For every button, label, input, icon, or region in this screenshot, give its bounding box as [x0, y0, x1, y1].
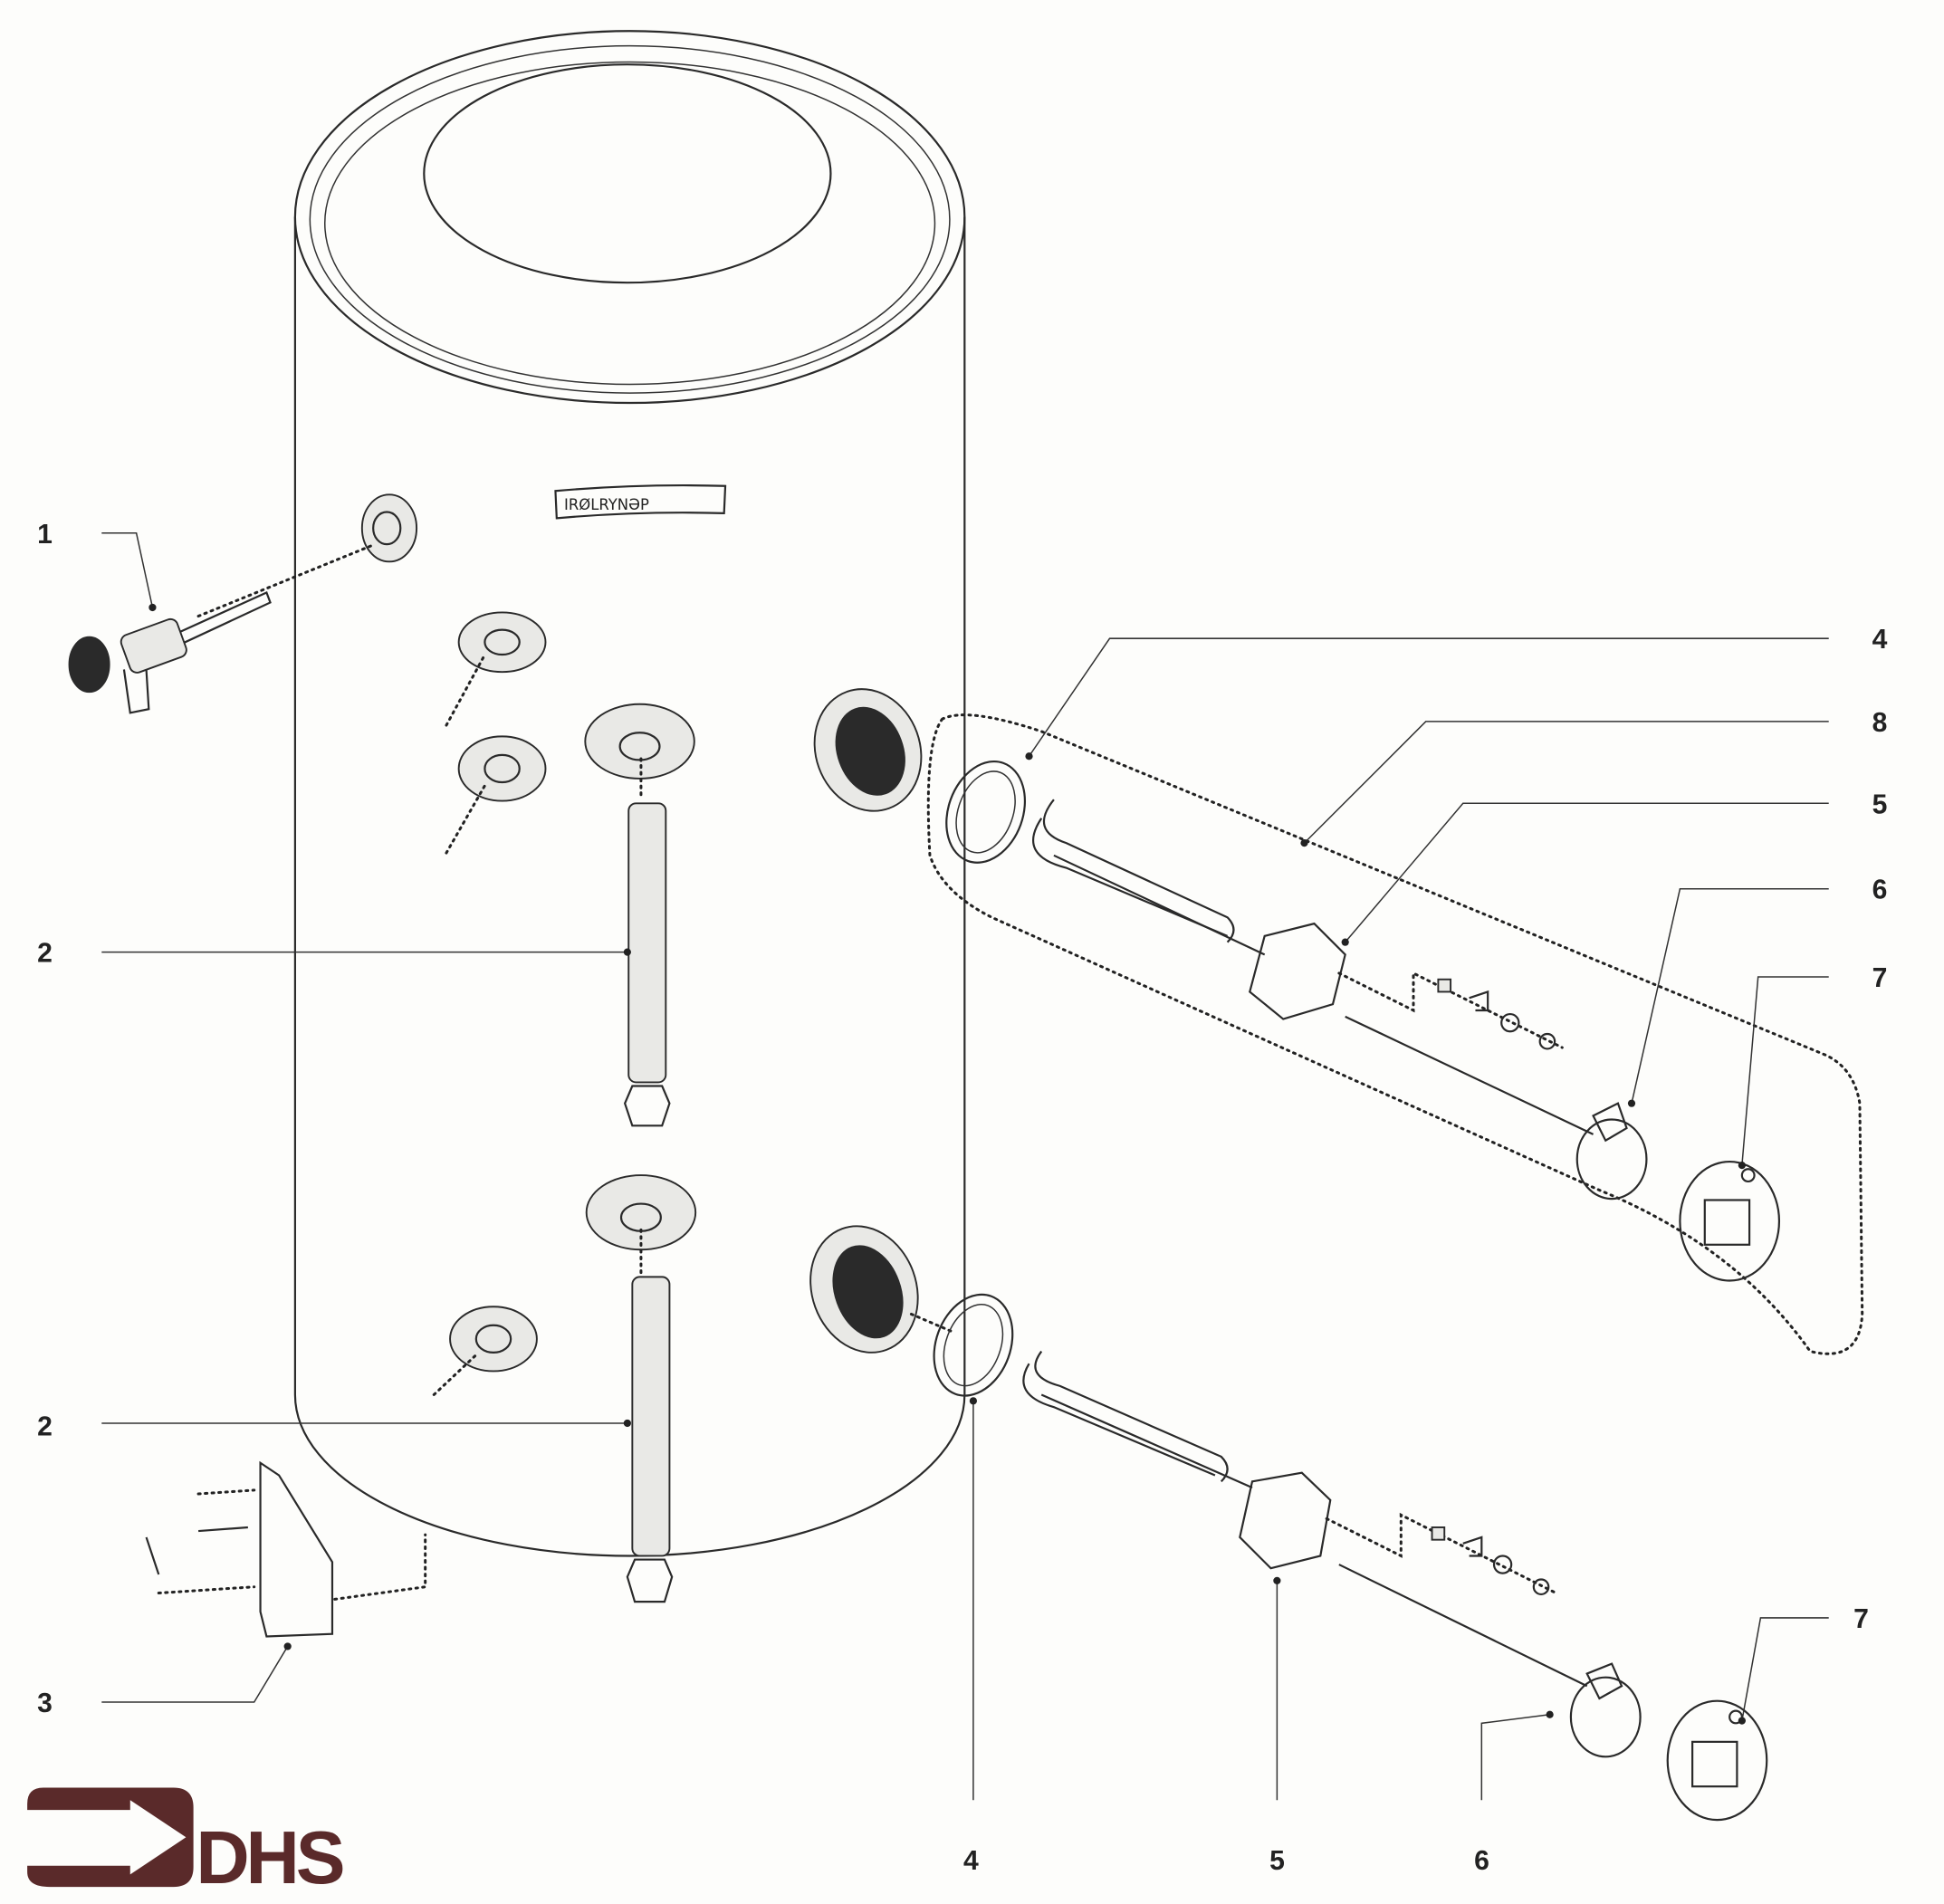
port-top-left: [360, 493, 418, 563]
label-8: 8: [1872, 708, 1888, 738]
cylinder-tank: IRØLRYNƏP: [293, 30, 966, 1557]
flange-lower: [1239, 1471, 1332, 1570]
label-4-bottom: 4: [963, 1846, 979, 1876]
label-2-upper: 2: [37, 939, 53, 969]
heater-assembly-upper: [926, 713, 1864, 1355]
port-left-1: [457, 611, 547, 674]
label-5-top: 5: [1872, 789, 1888, 819]
dhs-logo: DHS: [27, 1787, 347, 1899]
svg-text:DHS: DHS: [196, 1817, 342, 1899]
heater-assembly-lower: [909, 1293, 1768, 1822]
dip-tube-lower: [626, 1276, 674, 1603]
label-3: 3: [37, 1689, 53, 1718]
label-7-bottom: 7: [1853, 1604, 1869, 1634]
thermostat-cap-upper: [1679, 1160, 1781, 1282]
dip-tube-upper: [623, 802, 671, 1127]
leader-lines: [101, 532, 1829, 1801]
port-left-2: [457, 735, 547, 802]
label-5-bottom: 5: [1269, 1846, 1285, 1876]
svg-text:IRØLRYNƏP: IRØLRYNƏP: [564, 496, 649, 513]
flange-upper: [1249, 922, 1346, 1020]
label-1: 1: [37, 520, 53, 550]
thermostat-cap-lower: [1666, 1699, 1768, 1822]
immersion-boss-upper: [813, 688, 923, 812]
thermostat-lower: [1569, 1662, 1642, 1758]
label-2-lower: 2: [37, 1412, 53, 1442]
label-6-bottom: 6: [1474, 1846, 1489, 1876]
label-6-top: 6: [1872, 875, 1888, 905]
tank-badge: IRØLRYNƏP: [554, 483, 727, 520]
thermostat-upper: [1575, 1102, 1648, 1201]
gasket-lower: [933, 1293, 1014, 1397]
port-left-3: [449, 1306, 538, 1373]
label-4-top: 4: [1872, 625, 1888, 655]
tank-ports: [360, 493, 923, 1373]
label-7-top: 7: [1872, 963, 1888, 993]
valve-part-1: [68, 591, 272, 714]
mounting-bracket-part-3: [145, 1460, 427, 1638]
immersion-boss-lower: [809, 1225, 919, 1354]
gasket-upper: [945, 760, 1027, 864]
